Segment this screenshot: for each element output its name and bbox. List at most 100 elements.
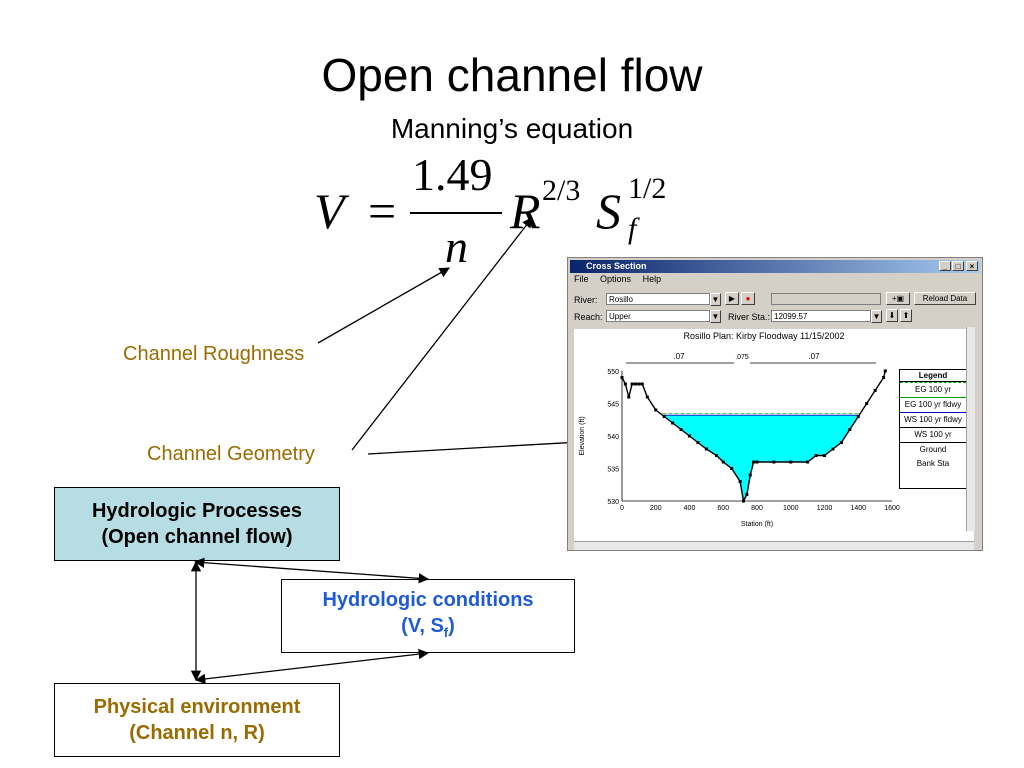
ground-point bbox=[883, 369, 887, 373]
legend-item-ws: WS 100 yr bbox=[900, 427, 966, 442]
y-tick-label: 545 bbox=[607, 402, 619, 409]
processes-line1: Hydrologic Processes bbox=[91, 500, 303, 522]
ground-point bbox=[752, 460, 756, 464]
slide-subtitle: Manning’s equation bbox=[390, 113, 634, 144]
x-tick-label: 1400 bbox=[850, 505, 866, 512]
legend-item-ground: Ground bbox=[900, 442, 966, 457]
ground-point bbox=[630, 382, 634, 386]
reach-label: Reach: bbox=[574, 312, 603, 322]
legend-title: Legend bbox=[900, 370, 966, 382]
arrow-processes-conditions bbox=[193, 557, 430, 584]
conditions-line2: (V, Sf) bbox=[401, 614, 455, 640]
play-button[interactable]: ▶ bbox=[725, 292, 739, 305]
ground-point bbox=[696, 441, 700, 444]
ground-point bbox=[772, 460, 776, 464]
minimize-button[interactable]: _ bbox=[939, 261, 951, 271]
ground-point bbox=[831, 447, 835, 451]
ground-point bbox=[627, 395, 631, 399]
x-tick-label: 400 bbox=[684, 505, 696, 512]
river-sta-label: River Sta.: bbox=[728, 312, 771, 322]
n-mid-label: .075 bbox=[735, 354, 749, 361]
x-tick-label: 1000 bbox=[783, 505, 799, 512]
slide-title: Open channel flow bbox=[321, 49, 703, 101]
box-hydrologic-conditions: Hydrologic conditions (V, Sf) bbox=[281, 579, 575, 653]
legend-box: Legend EG 100 yr EG 100 yr fldwy WS 100 … bbox=[899, 369, 967, 489]
plot-title: Rosillo Plan: Kirby Floodway 11/15/2002 bbox=[684, 331, 845, 341]
arrow-geometry-to-r bbox=[351, 217, 533, 451]
menu-file[interactable]: File bbox=[574, 274, 589, 284]
prev-station-button[interactable]: ⬆ bbox=[900, 309, 912, 322]
ground-point bbox=[839, 441, 843, 444]
plot-area: Rosillo Plan: Kirby Floodway 11/15/2002.… bbox=[574, 327, 975, 541]
horizontal-scrollbar[interactable] bbox=[574, 541, 974, 550]
menu-options[interactable]: Options bbox=[600, 274, 632, 284]
reload-data-button[interactable]: Reload Data bbox=[914, 292, 976, 305]
x-tick-label: 800 bbox=[751, 505, 763, 512]
n-left-label: .07 bbox=[673, 352, 685, 361]
ground-point bbox=[865, 402, 869, 405]
arrow-conditions-environment bbox=[194, 648, 430, 685]
record-button[interactable]: ● bbox=[741, 292, 755, 305]
ground-point bbox=[645, 395, 649, 399]
ground-point bbox=[742, 499, 745, 503]
add-plot-button[interactable]: +▣ bbox=[886, 292, 910, 305]
river-select[interactable]: Rosillo bbox=[606, 293, 710, 305]
status-field bbox=[771, 293, 881, 305]
ground-point bbox=[623, 382, 627, 386]
ground-point bbox=[640, 382, 644, 386]
ground-point bbox=[730, 467, 734, 470]
conditions-line1: Hydrologic conditions bbox=[322, 588, 534, 611]
y-axis-label: Elevation (ft) bbox=[579, 416, 586, 455]
ground-point bbox=[688, 434, 691, 438]
manning-equation: V = 1.49 n R 2/3 S 1/2 f bbox=[310, 149, 690, 280]
box-physical-environment: Physical environment (Channel n, R) bbox=[54, 683, 340, 757]
next-station-button[interactable]: ⬇ bbox=[886, 309, 898, 322]
maximize-button[interactable]: □ bbox=[952, 261, 964, 271]
label-channel-roughness: Channel Roughness bbox=[123, 343, 305, 365]
vertical-scrollbar[interactable] bbox=[966, 327, 975, 531]
ground-point bbox=[806, 460, 810, 464]
legend-item-eg-fldwy: EG 100 yr fldwy bbox=[900, 397, 966, 412]
ground-point bbox=[856, 415, 860, 418]
n-right-label: .07 bbox=[808, 352, 820, 361]
menu-bar: File Options Help bbox=[574, 274, 670, 284]
ground-point bbox=[671, 421, 675, 425]
window-titlebar: Cross Section _ □ × bbox=[570, 260, 980, 273]
x-tick-label: 0 bbox=[620, 505, 624, 512]
ground-point bbox=[637, 382, 641, 386]
y-tick-label: 540 bbox=[607, 434, 619, 441]
eq-hydraulic-radius: R bbox=[510, 183, 541, 239]
cross-section-chart: Rosillo Plan: Kirby Floodway 11/15/2002.… bbox=[579, 331, 900, 528]
ground-point bbox=[748, 473, 752, 477]
legend-item-ws-fldwy: WS 100 yr fldwy bbox=[900, 412, 966, 427]
x-axis-label: Station (ft) bbox=[741, 521, 773, 528]
eq-denominator: n bbox=[445, 221, 468, 272]
eq-velocity: V bbox=[314, 183, 345, 239]
box-hydrologic-processes: Hydrologic Processes (Open channel flow) bbox=[54, 487, 340, 561]
river-label: River: bbox=[574, 295, 598, 305]
ground-point bbox=[679, 428, 683, 431]
ground-point bbox=[662, 415, 666, 418]
eq-fraction-bar bbox=[410, 212, 502, 214]
river-sta-dropdown-button[interactable]: ▼ bbox=[871, 310, 882, 323]
ground-point bbox=[823, 454, 826, 457]
ground-point bbox=[814, 454, 818, 457]
x-tick-label: 600 bbox=[717, 505, 729, 512]
ground-point bbox=[882, 376, 886, 379]
reach-select[interactable]: Upper bbox=[606, 310, 710, 322]
label-channel-geometry: Channel Geometry bbox=[147, 443, 315, 465]
ground-point bbox=[873, 389, 877, 392]
legend-item-bank-sta: Bank Sta bbox=[916, 459, 950, 468]
ground-point bbox=[715, 454, 718, 457]
river-sta-select[interactable]: 12099.57 bbox=[771, 310, 871, 322]
ground-point bbox=[745, 493, 749, 496]
close-button[interactable]: × bbox=[966, 261, 978, 271]
y-tick-label: 530 bbox=[607, 499, 619, 506]
ground-point bbox=[704, 447, 708, 451]
river-dropdown-button[interactable]: ▼ bbox=[710, 293, 721, 306]
environment-line2: (Channel n, R) bbox=[129, 722, 265, 744]
y-tick-label: 550 bbox=[607, 369, 619, 376]
water-area bbox=[662, 415, 860, 501]
reach-dropdown-button[interactable]: ▼ bbox=[710, 310, 721, 323]
menu-help[interactable]: Help bbox=[642, 274, 662, 284]
